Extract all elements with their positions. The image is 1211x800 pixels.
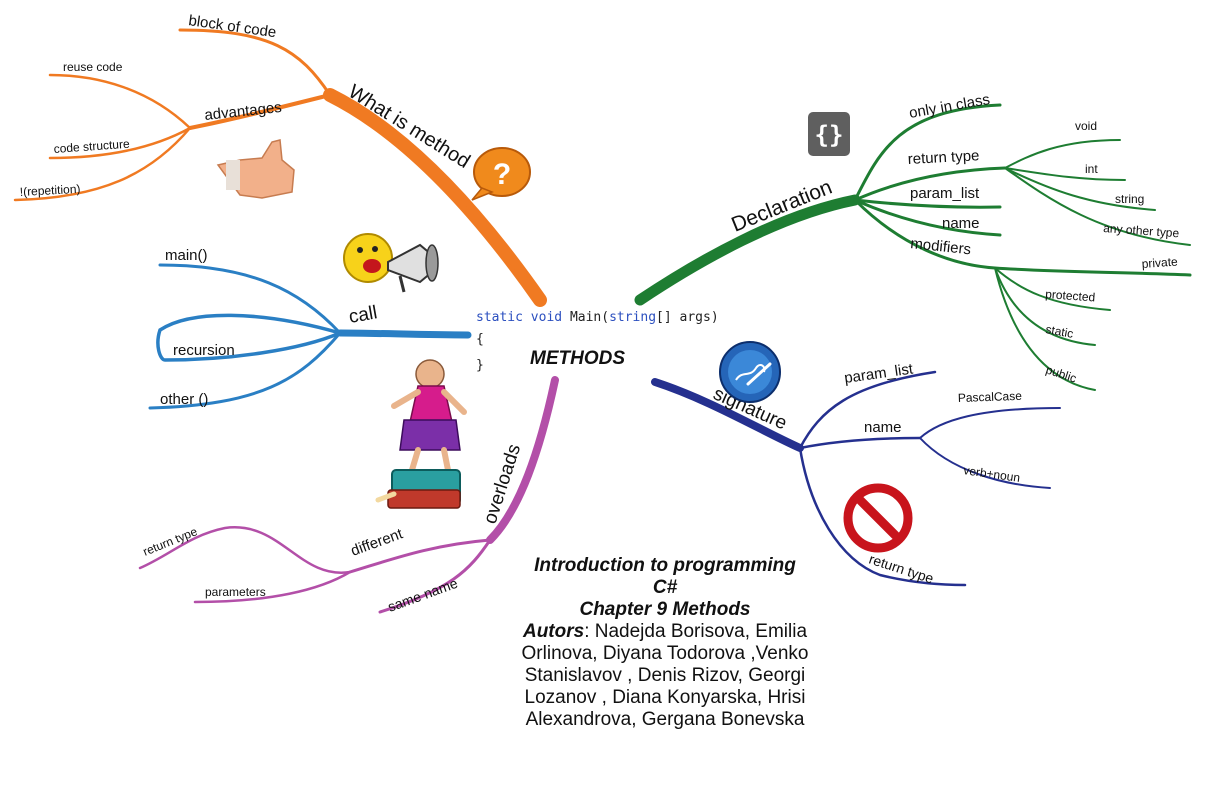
decl-param-list-label: param_list [910,185,980,202]
public-label: public [1044,363,1078,386]
svg-text:?: ? [493,158,511,191]
branch-signature-main [651,378,804,452]
only-in-class-label: only in class [908,91,991,122]
branch-what-is-method [13,28,547,307]
center-node: static void Main(string[] args) { } METH… [476,310,719,373]
advantages-label: advantages [204,99,283,124]
sig-param-list-label: param_list [843,360,915,387]
credits-authors: : Nadejda Borisova, Emilia Orlinova, Diy… [521,621,809,730]
branch-declaration [634,103,1192,391]
thumbs-up-hand-icon [216,139,295,199]
code-method-name: Main( [570,310,609,325]
credits-block: Introduction to programming C# Chapter 9… [500,555,830,731]
woman-on-suitcase-icon [375,359,467,509]
code-line-1: static void Main(string[] args) [476,310,719,325]
block-of-code-label: block of code [187,12,277,41]
branch-declaration-main [634,194,861,306]
any-other-type-label: any other type [1103,221,1180,240]
megaphone-smiley-icon [343,233,439,293]
code-line-3: } [476,358,484,373]
question-bubble-icon: ? [471,147,531,201]
recursion-label: recursion [173,342,235,359]
other-call-label: other () [160,391,208,408]
static-label: static [1044,322,1074,341]
void-label: void [1075,119,1097,133]
sig-name-label: name [864,419,902,436]
branch-overloads-main [486,376,559,544]
code-keyword-static: static [476,310,531,325]
what-is-method-label: What is method [344,81,473,173]
verb-noun-label: verb+noun [963,463,1021,485]
branch-overloads [138,376,559,614]
call-label: call [347,302,379,328]
pen-signature-icon [719,341,781,403]
decl-name-label: name [942,215,980,232]
reuse-code-label: reuse code [63,60,123,74]
braces-icon: {} [808,112,850,156]
modifiers-label: modifiers [910,235,972,258]
private-label: private [1141,254,1178,271]
svg-text:{}: {} [815,121,844,149]
int-label: int [1085,162,1098,176]
sig-return-type-label: return type [867,551,936,587]
code-keyword-void: void [531,310,570,325]
credits-chapter: Chapter 9 Methods [579,599,751,620]
overloads-label: overloads [480,442,525,527]
code-args: [] args) [656,310,719,325]
no-sign-icon [843,483,913,553]
no-repetition-label: !(repetition) [19,182,80,199]
main-call-label: main() [165,247,208,264]
branch-signature [651,370,1061,587]
pascal-case-label: PascalCase [958,389,1023,405]
branch-call-main [336,329,472,339]
center-title: METHODS [530,348,625,369]
credits-authors-label: Autors [522,621,585,642]
decl-return-type-label: return type [907,147,980,168]
string-label: string [1115,192,1144,206]
same-name-label: same name [386,575,460,615]
code-keyword-string: string [609,310,656,325]
credits-course-title: Introduction to programming [534,555,796,576]
different-label: different [349,525,406,560]
code-structure-label: code structure [53,137,130,156]
branch-call [148,263,472,410]
credits-language: C# [652,577,678,598]
parameters-label: parameters [205,585,266,599]
protected-label: protected [1045,287,1096,304]
code-line-2: { [476,332,484,347]
